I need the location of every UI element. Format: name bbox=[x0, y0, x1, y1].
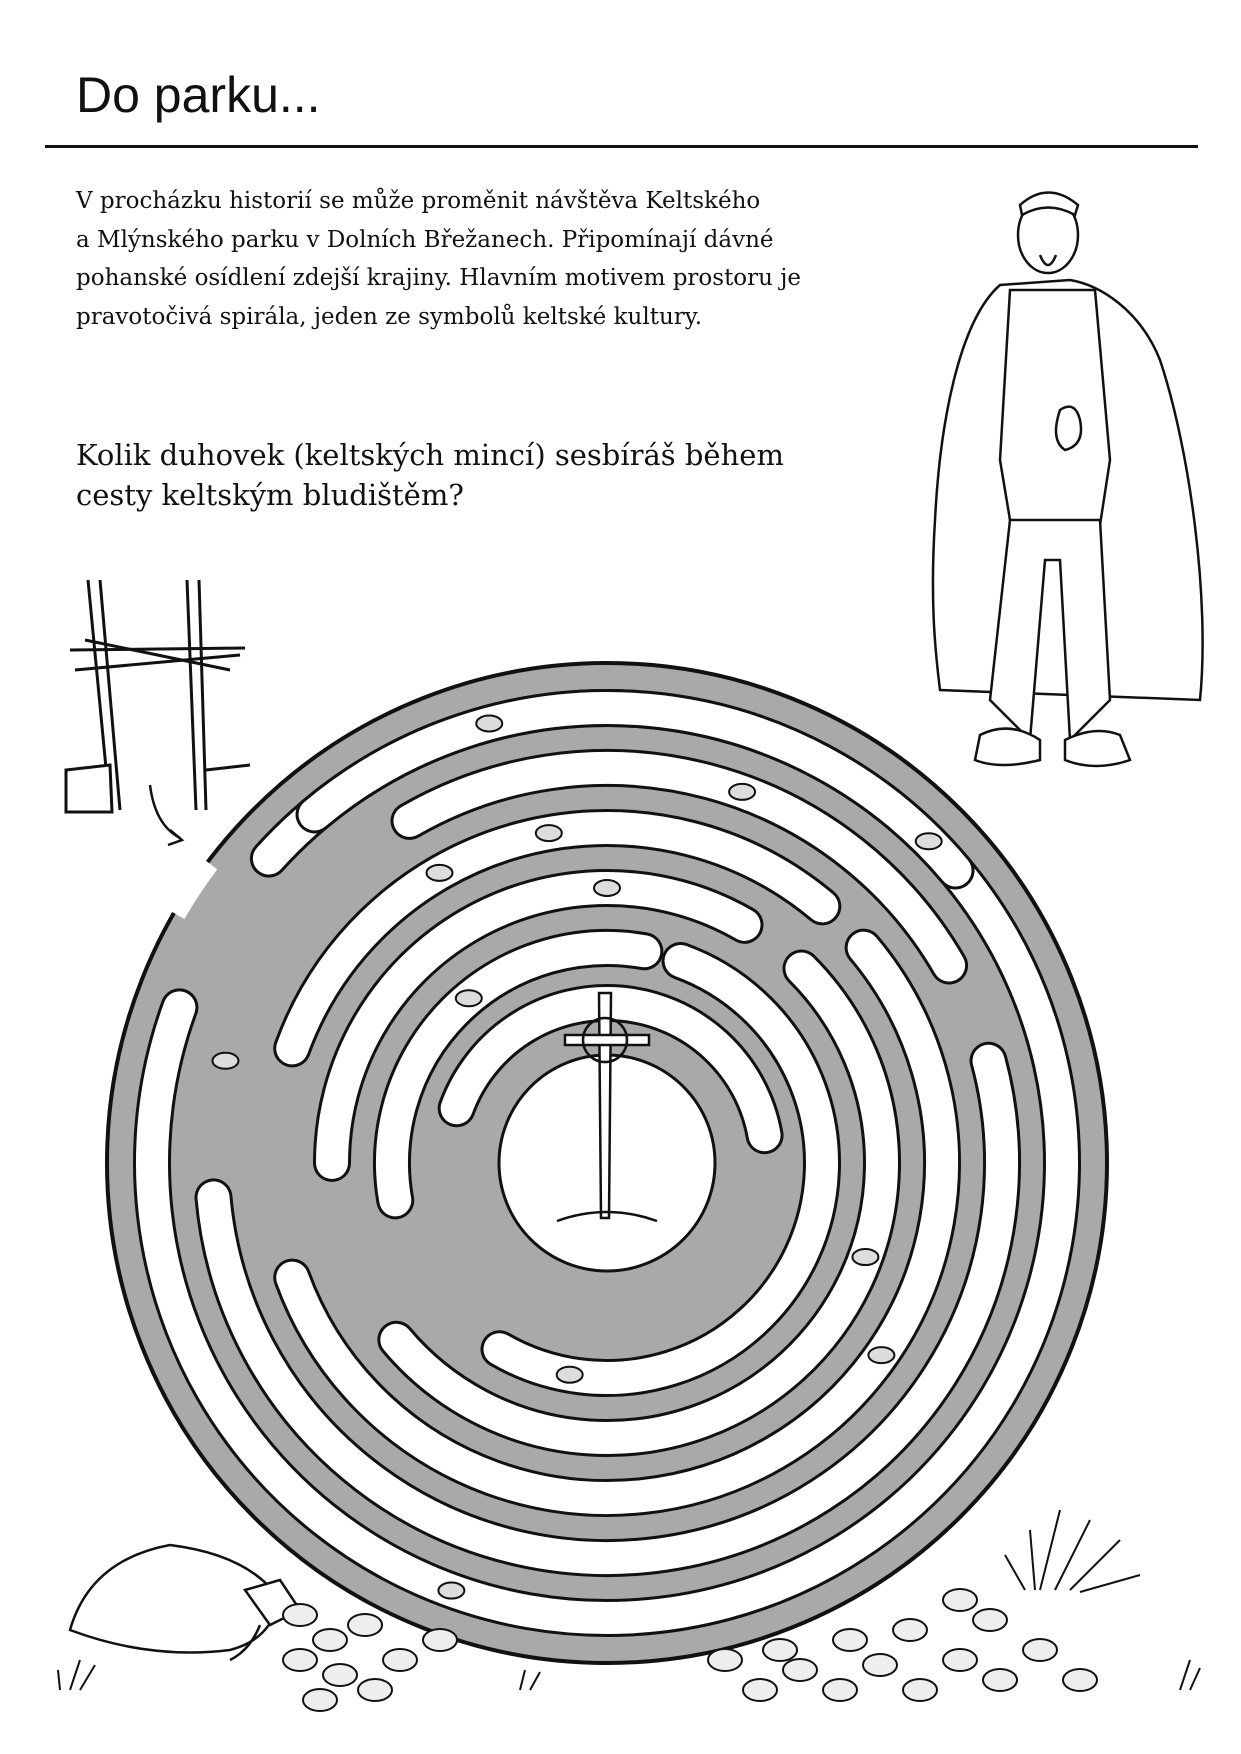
coin bbox=[862, 1653, 898, 1677]
maze-corridor bbox=[380, 952, 898, 1454]
center-cross-ring bbox=[581, 1016, 629, 1064]
coin bbox=[302, 1688, 338, 1712]
coin bbox=[942, 1648, 978, 1672]
coin bbox=[347, 1613, 383, 1637]
coin bbox=[322, 1663, 358, 1687]
maze-corridor bbox=[276, 812, 839, 1065]
maze-corridor bbox=[197, 1044, 1018, 1574]
maze-corridor bbox=[316, 872, 761, 1179]
intro-line: a Mlýnského parku v Dolních Břežanech. P… bbox=[76, 226, 774, 253]
maze-coin bbox=[475, 714, 504, 733]
celtic-man-illustration bbox=[931, 191, 1204, 768]
center-cross-post bbox=[597, 991, 613, 1220]
coin bbox=[972, 1608, 1008, 1632]
coin bbox=[822, 1678, 858, 1702]
maze-corridor bbox=[483, 944, 838, 1394]
maze-coin bbox=[851, 1248, 880, 1267]
coin bbox=[707, 1648, 743, 1672]
coin bbox=[357, 1678, 393, 1702]
loose-coins bbox=[282, 1588, 1098, 1712]
maze-coin bbox=[593, 879, 621, 897]
maze-entrance bbox=[167, 857, 218, 920]
maze-coin bbox=[454, 989, 483, 1008]
maze-coin bbox=[867, 1346, 896, 1365]
maze-corridor bbox=[376, 932, 661, 1217]
maze-coin bbox=[728, 782, 757, 801]
maze-corridor bbox=[298, 692, 972, 887]
question-text: Kolik duhovek (keltských mincí) sesbíráš… bbox=[76, 435, 784, 515]
maze-coin bbox=[534, 824, 563, 843]
maze-coin bbox=[425, 863, 454, 882]
coin bbox=[892, 1618, 928, 1642]
wooden-gate-illustration bbox=[64, 579, 251, 847]
coin bbox=[382, 1648, 418, 1672]
intro-line: pohanské osídlení zdejší krajiny. Hlavní… bbox=[76, 265, 802, 291]
coin bbox=[282, 1603, 318, 1627]
coin bbox=[782, 1658, 818, 1682]
question-line: cesty keltským bludištěm? bbox=[76, 478, 464, 512]
coin bbox=[312, 1628, 348, 1652]
grass-illustration bbox=[57, 1509, 1201, 1691]
coin bbox=[742, 1678, 778, 1702]
coin bbox=[282, 1648, 318, 1672]
coin bbox=[1062, 1668, 1098, 1692]
page-title: Do parku... bbox=[76, 67, 321, 123]
maze-coin bbox=[555, 1365, 584, 1384]
coin bbox=[1022, 1638, 1058, 1662]
title-divider bbox=[45, 145, 1198, 148]
coin-bag-illustration bbox=[68, 1543, 302, 1662]
maze-coin bbox=[211, 1051, 240, 1070]
question-line: Kolik duhovek (keltských mincí) sesbíráš… bbox=[76, 438, 784, 472]
intro-line: V procházku historií se může proměnit ná… bbox=[76, 188, 761, 214]
maze-corridor bbox=[276, 931, 958, 1514]
coin bbox=[832, 1628, 868, 1652]
coin bbox=[762, 1638, 798, 1662]
center-mound bbox=[556, 1210, 658, 1223]
maze-corridor bbox=[440, 987, 781, 1152]
maze-corridor bbox=[393, 752, 966, 982]
coin bbox=[982, 1668, 1018, 1692]
coin bbox=[902, 1678, 938, 1702]
labyrinth-maze bbox=[105, 661, 1109, 1665]
maze-coin bbox=[914, 832, 943, 851]
coin bbox=[422, 1628, 458, 1652]
intro-line: pravotočivá spirála, jeden ze symbolů ke… bbox=[76, 303, 703, 330]
center-cross-bar bbox=[563, 1033, 651, 1047]
maze-coin bbox=[437, 1581, 466, 1600]
coin bbox=[942, 1588, 978, 1612]
intro-paragraph: V procházku historií se může proměnit ná… bbox=[76, 182, 896, 336]
